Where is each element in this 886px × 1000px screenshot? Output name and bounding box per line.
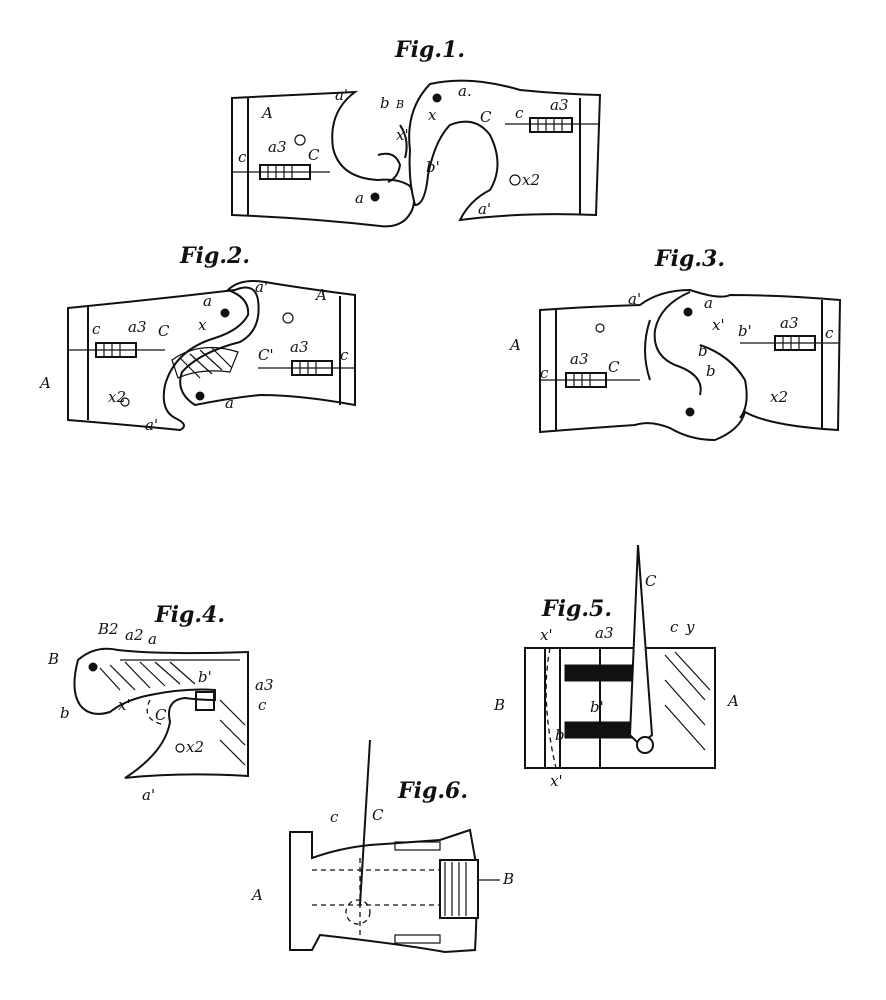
fig3-label-x-prime: x' xyxy=(712,316,725,334)
fig3-label-c-right: c xyxy=(825,324,834,342)
fig4-block xyxy=(73,647,249,779)
fig4-label-b: b xyxy=(60,704,70,722)
fig3-label-c-left: c xyxy=(540,364,549,382)
fig1-label-c-left: c xyxy=(238,148,247,166)
fig3-label-a-prime: a' xyxy=(628,290,641,308)
figure-6: Fig.6. c C A B xyxy=(250,739,514,954)
fig1-label-C-left: C xyxy=(308,146,320,164)
fig2-label-a3-left: a3 xyxy=(128,318,147,336)
fig1-label-b-prime: b' xyxy=(426,158,440,176)
fig5-label-B: B xyxy=(493,696,505,714)
fig3-label-a3-right: a3 xyxy=(780,314,799,332)
fig5-title: Fig.5. xyxy=(541,596,612,622)
fig1-label-a-bottom: a xyxy=(355,189,364,207)
fig1-label-C-right: C xyxy=(480,108,492,126)
fig6-label-A: A xyxy=(250,886,263,904)
figure-3: Fig.3. a' a x' b' a3 c A b a3 C b c x2 xyxy=(508,246,842,442)
fig6-label-c: c xyxy=(330,808,339,826)
fig4-label-x2: x2 xyxy=(186,738,204,756)
fig5-label-A: A xyxy=(726,692,739,710)
fig3-block xyxy=(539,288,842,442)
fig4-label-B2: B2 xyxy=(97,620,119,638)
fig1-title: Fig.1. xyxy=(394,37,465,63)
fig2-label-c-right: c xyxy=(340,346,349,364)
fig5-label-x-prime-bottom: x' xyxy=(550,772,563,790)
fig4-label-a2: a2 xyxy=(125,626,144,644)
fig1-label-x: x xyxy=(428,106,437,124)
fig1-left-block xyxy=(231,90,415,228)
fig4-label-C: C xyxy=(155,706,167,724)
fig5-label-c: c xyxy=(670,618,679,636)
fig4-label-c: c xyxy=(258,696,267,714)
fig1-label-c-right: c xyxy=(515,104,524,122)
fig2-label-a3-right: a3 xyxy=(290,338,309,356)
fig3-label-b-lower: b xyxy=(706,362,716,380)
fig2-label-C-prime: C' xyxy=(258,346,274,364)
fig5-label-b-prime: b' xyxy=(590,698,604,716)
fig2-label-a-prime-top: a' xyxy=(255,278,268,296)
fig3-label-a: a xyxy=(704,294,713,312)
fig2-label-x2: x2 xyxy=(108,388,126,406)
fig3-label-a3-left: a3 xyxy=(570,350,589,368)
figure-4: Fig.4. B2 a2 a B b' a3 b x' C c x2 a' xyxy=(47,602,274,804)
fig3-label-C: C xyxy=(608,358,620,376)
figure-2: Fig.2. a' A a c a3 C x C' a3 c A x2 a xyxy=(38,243,356,434)
fig1-label-a-prime-bottom: a' xyxy=(478,200,491,218)
fig2-label-C: C xyxy=(158,322,170,340)
fig2-title: Fig.2. xyxy=(179,243,250,269)
fig6-title: Fig.6. xyxy=(397,778,468,804)
fig4-label-a-prime: a' xyxy=(142,786,155,804)
fig1-label-x2: x2 xyxy=(522,171,540,189)
fig1-label-B: B xyxy=(395,98,404,111)
fig4-label-a3: a3 xyxy=(255,676,274,694)
fig4-label-a: a xyxy=(148,630,157,648)
figure-1: Fig.1. A a' b B a. C c a3 x x' xyxy=(231,37,602,228)
fig1-label-a-top: a. xyxy=(458,82,472,100)
fig3-label-b-upper: b xyxy=(698,342,708,360)
figure-5: Fig.5. C x' a3 c y B b' A b x' xyxy=(493,544,739,790)
fig2-label-c-left: c xyxy=(92,320,101,338)
fig2-label-x: x xyxy=(198,316,207,334)
fig3-label-x2: x2 xyxy=(770,388,788,406)
fig1-label-x-prime: x' xyxy=(396,126,409,144)
fig1-label-a3-right: a3 xyxy=(550,96,569,114)
fig1-right-block xyxy=(408,79,602,222)
fig1-label-b: b xyxy=(380,94,390,112)
fig5-label-a3: a3 xyxy=(595,624,614,642)
fig2-label-a-bottom: a xyxy=(225,394,234,412)
fig5-label-y: y xyxy=(685,618,695,636)
fig5-label-C: C xyxy=(645,572,657,590)
fig3-title: Fig.3. xyxy=(654,246,725,272)
fig4-label-x-prime: x' xyxy=(118,696,131,714)
fig5-label-x-prime-top: x' xyxy=(540,626,553,644)
fig1-label-A: A xyxy=(260,104,273,122)
fig1-label-a-prime-top: a' xyxy=(335,86,348,104)
fig2-label-A-right: A xyxy=(314,286,327,304)
fig2-label-a-prime-bottom: a' xyxy=(145,416,158,434)
fig3-label-A: A xyxy=(508,336,521,354)
fig6-label-B: B xyxy=(502,870,514,888)
fig1-label-a3-left: a3 xyxy=(268,138,287,156)
fig3-label-b-prime: b' xyxy=(738,322,752,340)
fig5-label-b: b xyxy=(555,726,565,744)
fig2-label-a-top: a xyxy=(203,292,212,310)
fig6-label-C: C xyxy=(372,806,384,824)
fig4-label-b-prime: b' xyxy=(198,668,212,686)
fig4-label-B: B xyxy=(47,650,59,668)
fig4-title: Fig.4. xyxy=(154,602,225,628)
fig2-label-A-left: A xyxy=(38,374,51,392)
